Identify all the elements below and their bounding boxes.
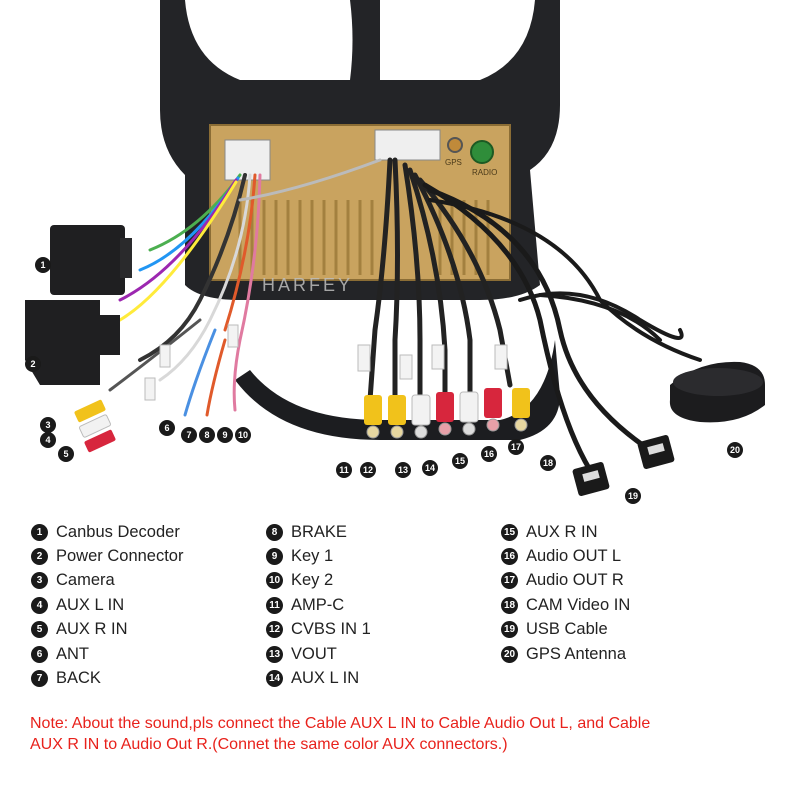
legend-number: 1 (31, 523, 48, 541)
callout-3: 3 (40, 417, 56, 433)
legend-label: Audio OUT L (526, 547, 622, 566)
legend-label: CAM Video IN (526, 595, 631, 614)
legend-number: 20 (501, 645, 518, 663)
legend-label: ANT (56, 644, 89, 663)
product-photo: GPS RADIO HARFEY (25, 0, 765, 496)
legend-number: 9 (266, 548, 283, 566)
radio-panel-label: RADIO (472, 168, 497, 177)
legend-number: 10 (266, 572, 283, 590)
legend-item: 1 Canbus Decoder (31, 520, 183, 544)
legend-column-1: 1 Canbus Decoder 2 Power Connector 3 Camera… (31, 520, 183, 691)
callout-14: 14 (422, 460, 438, 476)
legend-number: 15 (501, 523, 518, 541)
legend-label: Canbus Decoder (56, 522, 180, 541)
usb-connectors (572, 435, 675, 496)
legend-label: AUX R IN (56, 620, 128, 639)
callout-7: 7 (181, 427, 197, 443)
legend-item: 10 Key 2 (266, 569, 371, 593)
legend-number: 4 (31, 596, 48, 614)
legend-label: AUX L IN (56, 595, 125, 614)
legend-number: 8 (266, 523, 283, 541)
legend-label: Key 1 (291, 547, 334, 566)
legend-item: 14 AUX L IN (266, 666, 371, 690)
cable-tags (144, 324, 508, 401)
legend-label: Power Connector (56, 547, 184, 566)
legend-item: 7 BACK (31, 666, 183, 690)
callout-5: 5 (58, 446, 74, 462)
wiring-note-line-1: Note: About the sound,pls connect the Ca… (30, 715, 651, 732)
legend-label: AUX L IN (291, 669, 360, 688)
callout-4: 4 (40, 432, 56, 448)
legend-item: 4 AUX L IN (31, 593, 183, 617)
legend-item: 2 Power Connector (31, 544, 183, 568)
callout-17: 17 (508, 439, 524, 455)
legend-column-2: 8 BRAKE 9 Key 1 10 Key 2 11 AMP-C 12 CVBS IN … (266, 520, 371, 691)
legend-item: 9 Key 1 (266, 544, 371, 568)
wiring-note: Note: About the sound,pls connect the Ca… (30, 713, 780, 755)
legend-number: 6 (31, 645, 48, 663)
brand-watermark: HARFEY (262, 275, 353, 295)
callout-19: 19 (625, 488, 641, 504)
legend-item: 15 AUX R IN (501, 520, 630, 544)
legend-label: BACK (56, 669, 101, 688)
callout-6: 6 (159, 420, 175, 436)
legend-label: CVBS IN 1 (291, 620, 371, 639)
legend-number: 17 (501, 572, 518, 590)
legend-number: 3 (31, 572, 48, 590)
callout-18: 18 (540, 455, 556, 471)
callout-16: 16 (481, 446, 497, 462)
gps-antenna (669, 361, 765, 423)
callout-9: 9 (217, 427, 233, 443)
rca-plugs-left (74, 399, 116, 453)
legend-item: 17 Audio OUT R (501, 569, 630, 593)
callout-12: 12 (360, 462, 376, 478)
legend-label: USB Cable (526, 620, 608, 639)
legend-column-3: 15 AUX R IN 16 Audio OUT L 17 Audio OUT R 1… (501, 520, 630, 666)
legend-label: VOUT (291, 644, 337, 663)
legend-item: 8 BRAKE (266, 520, 371, 544)
callout-1: 1 (35, 257, 51, 273)
legend-number: 12 (266, 621, 283, 639)
legend-label: Key 2 (291, 571, 334, 590)
legend-item: 18 CAM Video IN (501, 593, 630, 617)
power-connector (25, 300, 120, 385)
legend-item: 3 Camera (31, 569, 183, 593)
callout-8: 8 (199, 427, 215, 443)
legend-item: 5 AUX R IN (31, 618, 183, 642)
legend-number: 2 (31, 548, 48, 566)
legend-item: 16 Audio OUT L (501, 544, 630, 568)
legend-label: Camera (56, 571, 115, 590)
callout-13: 13 (395, 462, 411, 478)
callout-20: 20 (727, 442, 743, 458)
legend-label: Audio OUT R (526, 571, 624, 590)
legend-number: 13 (266, 645, 283, 663)
legend-number: 16 (501, 548, 518, 566)
callout-11: 11 (336, 462, 352, 478)
canbus-decoder (50, 225, 132, 295)
callout-15: 15 (452, 453, 468, 469)
legend-item: 13 VOUT (266, 642, 371, 666)
legend-label: AUX R IN (526, 522, 598, 541)
wire-harness (108, 157, 702, 473)
legend-label: BRAKE (291, 522, 347, 541)
legend-number: 7 (31, 670, 48, 688)
gps-panel-label: GPS (445, 158, 462, 167)
legend-item: 11 AMP-C (266, 593, 371, 617)
wiring-note-line-2: AUX R IN to Audio Out R.(Connet the same… (30, 736, 508, 753)
legend-item: 6 ANT (31, 642, 183, 666)
legend-number: 14 (266, 670, 283, 688)
legend-label: AMP-C (291, 595, 345, 614)
legend-number: 18 (501, 596, 518, 614)
callout-10: 10 (235, 427, 251, 443)
legend-number: 19 (501, 621, 518, 639)
legend-item: 19 USB Cable (501, 618, 630, 642)
rca-plugs-center (364, 388, 530, 439)
legend-label: GPS Antenna (526, 644, 626, 663)
legend-item: 12 CVBS IN 1 (266, 618, 371, 642)
legend-item: 20 GPS Antenna (501, 642, 630, 666)
callout-2: 2 (25, 356, 41, 372)
legend-number: 11 (266, 596, 283, 614)
legend-number: 5 (31, 621, 48, 639)
legend: 1 Canbus Decoder 2 Power Connector 3 Camera… (0, 520, 800, 700)
